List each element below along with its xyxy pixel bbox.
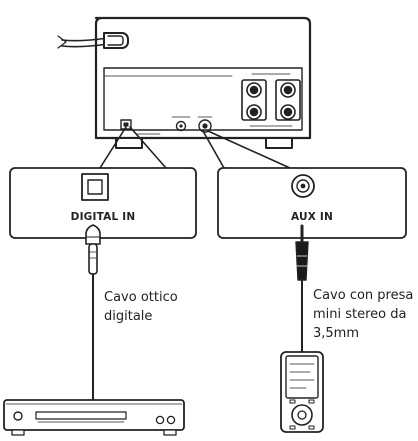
- digital-in-callout: [9, 167, 197, 239]
- aux-jack-icon: [291, 174, 315, 198]
- aux-in-label: AUX IN: [291, 211, 333, 223]
- portable-player-icon: [280, 351, 324, 433]
- digital-in-label: DIGITAL IN: [70, 211, 136, 223]
- optical-cable-label: Cavo ottico digitale: [104, 290, 178, 324]
- minijack-plug-icon: [295, 224, 309, 281]
- minijack-cable-label: Cavo con presa mini stereo da 3,5mm: [313, 288, 414, 341]
- cd-player-icon: [3, 399, 185, 436]
- optical-port-icon: [81, 173, 109, 201]
- speaker-unit-rear-panel-icon: [57, 16, 312, 149]
- aux-in-callout: [217, 167, 407, 239]
- optical-plug-icon: [85, 224, 101, 275]
